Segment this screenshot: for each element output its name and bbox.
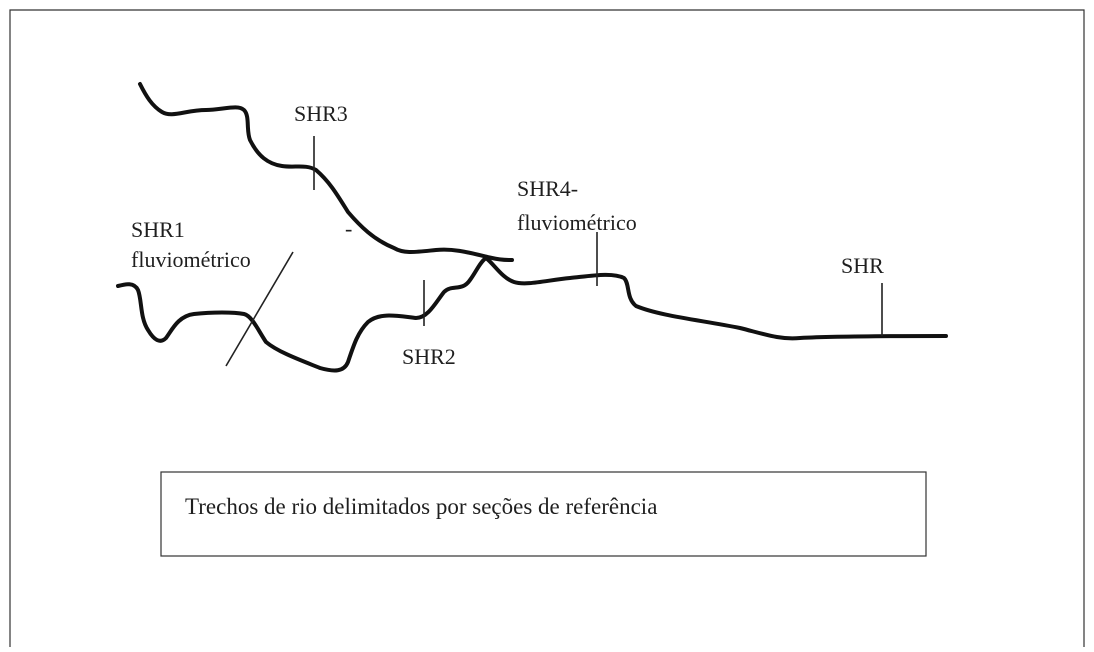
shr4-label-line2: fluviométrico xyxy=(517,210,637,235)
upper-tributary-river xyxy=(138,82,514,262)
lower-tributary-river xyxy=(116,256,488,373)
shr3-label: SHR3 xyxy=(294,101,348,126)
shr1-label-line1: SHR1 xyxy=(131,217,185,242)
caption-box xyxy=(160,471,927,557)
caption-text: Trechos de rio delimitados por seções de… xyxy=(185,494,657,519)
shr2-label: SHR2 xyxy=(402,344,456,369)
shr4-label-line1: SHR4- xyxy=(517,176,578,201)
stray-dash-mark: - xyxy=(345,216,352,241)
shr1-label-line2: fluviométrico xyxy=(131,247,251,272)
main-channel-river xyxy=(484,256,948,341)
shr1-section-marker xyxy=(225,251,294,367)
shr-label: SHR xyxy=(841,253,884,278)
page-frame xyxy=(9,9,1085,647)
